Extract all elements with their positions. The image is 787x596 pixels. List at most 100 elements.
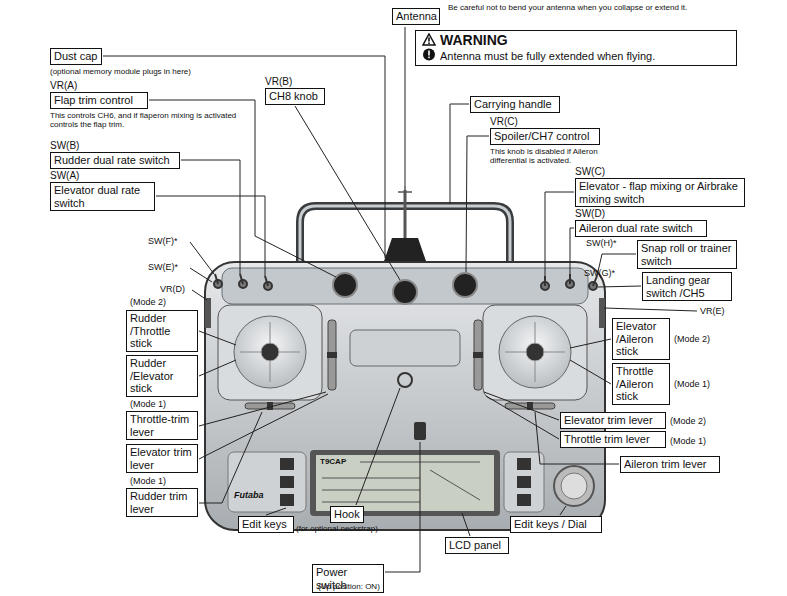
brand-text: Futaba bbox=[234, 490, 264, 500]
note-text: (Mode 1) bbox=[130, 476, 166, 486]
callout-frame: Throttle /Aileron stick bbox=[612, 363, 670, 405]
callout-frame: CH8 knob bbox=[265, 88, 325, 105]
callout-text: Throttle-trim lever bbox=[130, 413, 194, 438]
control-id: SW(G)* bbox=[584, 268, 615, 278]
note-text: This knob is disabled if Aileron differe… bbox=[490, 147, 625, 165]
callout-text: Aileron trim lever bbox=[624, 458, 716, 471]
callout-frame: Rudder /Elevator stick bbox=[126, 355, 198, 397]
callout-text: Snap roll or trainer switch bbox=[641, 242, 733, 267]
callout-text: Elevator trim lever bbox=[130, 446, 194, 471]
callout-text: Elevator - flap mixing or Airbrake mixin… bbox=[579, 180, 741, 205]
callout-box: SW(C)Elevator - flap mixing or Airbrake … bbox=[575, 178, 745, 208]
callout-frame: Elevator /Aileron stick bbox=[612, 318, 670, 360]
callout-box: SW(A)Elevator dual rate switch bbox=[50, 182, 155, 212]
callout-text: CH8 knob bbox=[269, 90, 321, 103]
callout-text: Landing gear switch /CH5 bbox=[646, 274, 728, 299]
callout-text: Elevator /Aileron stick bbox=[616, 320, 666, 358]
note-text: (Mode 1) bbox=[670, 436, 706, 446]
control-id: VR(B) bbox=[265, 76, 292, 87]
control-id: SW(A) bbox=[50, 170, 79, 181]
control-id: SW(C) bbox=[575, 166, 605, 177]
callout-frame: Elevator trim lever bbox=[560, 412, 666, 429]
callout-text: Rudder dual rate switch bbox=[54, 154, 176, 167]
callout-text: Antenna bbox=[396, 10, 436, 23]
callout-box: Rudder trim lever bbox=[126, 488, 198, 518]
callout-box: WARNINGAntenna must be fully extended wh… bbox=[415, 30, 737, 67]
note-text: (optional memory module plugs in here) bbox=[50, 67, 191, 76]
alert-icon bbox=[422, 48, 436, 61]
callout-frame: Throttle-trim lever bbox=[126, 411, 198, 440]
callout-box: Throttle-trim lever bbox=[126, 411, 198, 441]
callout-frame: Rudder dual rate switch bbox=[50, 152, 180, 169]
callout-box: SW(D)Aileron dual rate switch bbox=[575, 220, 707, 237]
callout-box: Elevator /Aileron stick bbox=[612, 318, 670, 360]
callout-frame: Spoiler/CH7 control bbox=[490, 128, 600, 145]
callout-box: Hook bbox=[330, 506, 364, 523]
note-text: (for optional neckstrap) bbox=[296, 524, 378, 533]
callout-frame: Antenna bbox=[392, 8, 440, 25]
callout-text: LCD panel bbox=[449, 539, 505, 552]
callout-box: VR(A)Flap trim control bbox=[50, 92, 148, 109]
callout-frame: Aileron trim lever bbox=[620, 456, 720, 473]
control-id: VR(A) bbox=[50, 80, 77, 91]
brand-text: T9CAP bbox=[320, 457, 346, 466]
callout-text: Hook bbox=[334, 508, 360, 521]
control-id: VR(C) bbox=[490, 116, 518, 127]
note-text: (Mode 1) bbox=[674, 379, 710, 389]
callout-text: Rudder /Elevator stick bbox=[130, 357, 194, 395]
callout-box: Rudder /Throttle stick bbox=[126, 310, 198, 352]
callout-frame: Snap roll or trainer switch bbox=[637, 240, 737, 269]
callout-box: Carrying handle bbox=[470, 96, 560, 113]
warning-title: WARNING bbox=[422, 33, 730, 48]
callout-text: Edit keys / Dial bbox=[514, 518, 598, 531]
callout-frame: Edit keys / Dial bbox=[510, 516, 602, 533]
callout-frame: Hook bbox=[330, 506, 364, 523]
callout-frame: Elevator - flap mixing or Airbrake mixin… bbox=[575, 178, 745, 207]
warning-triangle bbox=[422, 33, 436, 46]
callout-frame: Throttle trim lever bbox=[560, 431, 666, 448]
control-id: VR(D) bbox=[160, 284, 185, 294]
callout-text: Elevator dual rate switch bbox=[54, 184, 151, 209]
callout-frame: Rudder trim lever bbox=[126, 488, 198, 517]
callout-box: LCD panel bbox=[445, 537, 509, 554]
callout-frame: Aileron dual rate switch bbox=[575, 220, 707, 237]
note-text: Be careful not to bend your antenna when… bbox=[448, 3, 728, 12]
note-text: (Mode 2) bbox=[130, 297, 166, 307]
callout-text: Aileron dual rate switch bbox=[579, 222, 703, 235]
callout-box: Elevator trim lever bbox=[560, 412, 666, 429]
callout-box: Antenna bbox=[392, 8, 440, 25]
callout-box: VR(C)Spoiler/CH7 control bbox=[490, 128, 600, 145]
leader-lines bbox=[103, 27, 697, 572]
callout-box: VR(B)CH8 knob bbox=[265, 88, 325, 105]
callout-text: Spoiler/CH7 control bbox=[494, 130, 596, 143]
note-text: (Mode 2) bbox=[670, 416, 706, 426]
warning-text: Antenna must be fully extended when flyi… bbox=[422, 48, 730, 63]
note-text: (Up position: ON) bbox=[318, 582, 380, 591]
note-text: (Mode 2) bbox=[674, 334, 710, 344]
callout-box: Edit keys / Dial bbox=[510, 516, 602, 533]
callout-frame: Landing gear switch /CH5 bbox=[642, 272, 732, 301]
callout-frame: Carrying handle bbox=[470, 96, 560, 113]
callout-text: Rudder /Throttle stick bbox=[130, 312, 194, 350]
note-text: This controls CH6, and if flaperon mixin… bbox=[50, 111, 250, 129]
callout-box: Dust cap bbox=[50, 48, 102, 65]
control-id: SW(F)* bbox=[148, 236, 178, 246]
callout-frame: LCD panel bbox=[445, 537, 509, 554]
control-id: SW(B) bbox=[50, 140, 79, 151]
callout-text: Carrying handle bbox=[474, 98, 556, 111]
callout-text: Elevator trim lever bbox=[564, 414, 662, 427]
callout-box: Aileron trim lever bbox=[620, 456, 720, 473]
callout-box: Edit keys bbox=[238, 516, 294, 533]
callout-frame: Edit keys bbox=[238, 516, 294, 533]
callout-text: Throttle /Aileron stick bbox=[616, 365, 666, 403]
callout-frame: Flap trim control bbox=[50, 92, 148, 109]
callout-frame: Elevator trim lever bbox=[126, 444, 198, 473]
callout-frame: Dust cap bbox=[50, 48, 102, 65]
callout-text: Dust cap bbox=[54, 50, 98, 63]
callout-box: Landing gear switch /CH5 bbox=[642, 272, 732, 302]
note-text: (Mode 1) bbox=[130, 399, 166, 409]
callout-text: Rudder trim lever bbox=[130, 490, 194, 515]
callout-box: Snap roll or trainer switch bbox=[637, 240, 737, 270]
callout-box: Elevator trim lever bbox=[126, 444, 198, 474]
